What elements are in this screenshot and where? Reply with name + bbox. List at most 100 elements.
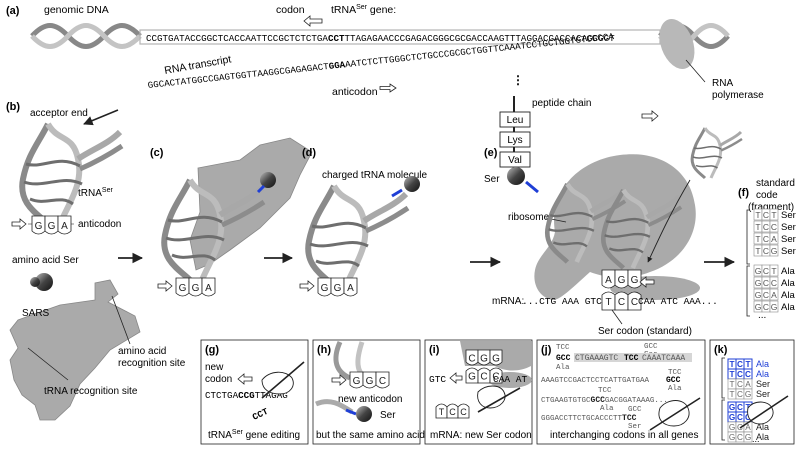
panel-label-j: (j) [541, 344, 552, 356]
editing-hand-icon-i [477, 385, 521, 413]
codon-letter: G [771, 246, 778, 256]
base-letter: G [468, 372, 476, 383]
mrna-right: CAA ATC AAA... [638, 296, 718, 307]
edited-gene-sequence: CTCTGACCGTTAGAG [205, 390, 288, 401]
codon-letter: C [763, 246, 769, 256]
ser-ball-d [404, 176, 420, 192]
anticodon-label-a: anticodon [332, 86, 378, 98]
base-letter: G [366, 376, 374, 387]
standard-code-title-2: code [756, 190, 778, 201]
panel-j: (j) TCC GCC Ser GCC CTGAAAGTC TCC CAAATC… [536, 339, 706, 445]
aa-recognition-label-2: recognition site [118, 358, 186, 369]
base-box: G [362, 371, 377, 389]
trna-ser-label-b: tRNASer [78, 187, 113, 199]
codon-letter: T [745, 360, 750, 369]
base-letter: G [321, 283, 329, 294]
codon-letter: G [729, 403, 735, 412]
codon-letter: G [745, 390, 751, 399]
codon-letter: A [771, 290, 777, 300]
codon-letter: T [755, 246, 760, 256]
ser-linker-c [256, 184, 266, 194]
base-box: C [477, 367, 491, 384]
codon-letter: G [755, 266, 762, 276]
panel-g-frame [200, 339, 309, 445]
new-codon-arrow-icon [237, 373, 253, 385]
base-letter: T [439, 407, 445, 417]
base-letter: C [618, 297, 625, 308]
base-box: A [57, 215, 72, 235]
amino-acid-name: Ser [781, 246, 796, 257]
codon-letter: C [737, 370, 743, 379]
codon-letter: G [771, 302, 778, 312]
rna-polymerase-label-2: polymerase [712, 90, 764, 101]
base-box: A [601, 269, 616, 289]
mrna-arrow-icon-i [449, 372, 463, 384]
base-box: C [446, 403, 459, 419]
base-box: G [477, 349, 491, 366]
base-letter: C [631, 297, 638, 308]
j-row3-tcc: TCC [598, 387, 612, 395]
base-letter: A [205, 283, 212, 294]
base-letter: C [460, 407, 467, 417]
j-row2-tcc: TCC [668, 369, 682, 377]
base-letter: G [35, 221, 43, 232]
acceptor-end-label: acceptor end [30, 108, 88, 119]
j-row3-left: CTGAAGTGTGCGCCGACGGATAAAG... [541, 396, 668, 405]
j-row4-left: GGGACCTTCTGCACCCTTTCC [541, 414, 637, 423]
trna-gene-label: tRNASer gene: [331, 4, 396, 16]
base-box: G [330, 277, 345, 297]
codon-letter: C [737, 390, 743, 399]
rna-polymerase [659, 18, 695, 70]
standard-code-dots: ... [758, 310, 766, 321]
base-letter: A [605, 275, 612, 286]
mrna-left-i: GTC [429, 374, 446, 385]
amino-acid-name: Ser [756, 389, 770, 399]
charged-trna-label: charged tRNA molecule [322, 170, 427, 181]
base-box: G [175, 277, 190, 297]
codon-letter: T [729, 370, 734, 379]
codon-letter: C [737, 380, 743, 389]
codon-letter: C [745, 413, 751, 422]
mrna-label: mRNA: [492, 296, 524, 307]
amino-acid-name: Ser [781, 222, 796, 233]
base-letter: G [179, 283, 187, 294]
ser-linker-d [391, 188, 403, 198]
peptide-chain-label: peptide chain [532, 98, 592, 109]
base-box: G [489, 349, 503, 366]
panel-label-i: (i) [429, 344, 440, 356]
base-box: G [349, 371, 364, 389]
peptide-residue-label: Val [508, 155, 522, 166]
codon-letter: T [729, 360, 734, 369]
amino-acid-name: Ser [756, 379, 770, 389]
anticodon-label-b: anticodon [78, 219, 121, 230]
trna-site-pointer [27, 347, 69, 381]
base-letter: G [192, 283, 200, 294]
anticodon-pointer-arrow-d [299, 280, 315, 292]
sars-enzyme-bound [189, 137, 313, 271]
j-row3-ala: Ala [600, 405, 614, 413]
panel-label-a: (a) [6, 5, 20, 17]
amino-acid-name: Ala [756, 432, 769, 442]
amino-acid-name: Ala [756, 422, 769, 432]
panel-label-g: (g) [205, 344, 219, 356]
codon-letter: C [763, 210, 769, 220]
sars-label: SARS [22, 308, 50, 319]
ser-ball-c [260, 172, 276, 188]
j-row2-gcc: GCC [666, 376, 681, 385]
base-letter: C [449, 407, 456, 417]
panel-k: (k) TCTAlaTCCAlaTCASerTCGSerGCTSerGCCSer… [709, 339, 795, 445]
dna-double-helix-left [30, 23, 142, 49]
base-letter: C [492, 372, 499, 383]
base-box: C [614, 291, 629, 311]
trna-recognition-label: tRNA recognition site [44, 386, 138, 397]
codon-letter: T [729, 390, 734, 399]
